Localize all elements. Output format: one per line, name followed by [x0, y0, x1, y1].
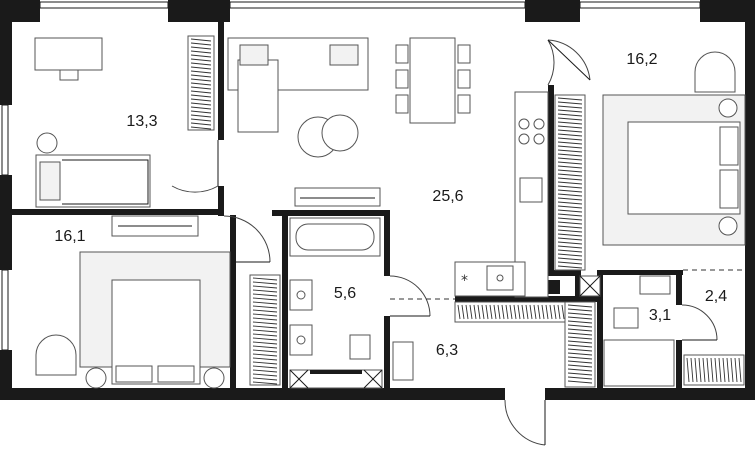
nightstand-16-1-b [203, 367, 225, 389]
wardrobe-hatch-16-2 [557, 97, 583, 269]
bathroom-main-fixtures [289, 217, 383, 389]
wardrobe-16-1 [249, 274, 281, 386]
utility-drain [496, 274, 504, 282]
hallway-fixtures [392, 275, 601, 388]
washbasin-b-bowl [296, 335, 306, 345]
wardrobe-hatch-16-1 [252, 277, 278, 385]
toilet-small [613, 307, 639, 329]
doors [171, 39, 718, 446]
pillow-16-1-a [115, 365, 153, 383]
area-label-bedroom-16-2: 16,2 [626, 51, 658, 68]
pillow-16-2-b [719, 169, 739, 209]
armchair-16-1 [35, 334, 77, 376]
dining-table [409, 37, 456, 124]
dining-chair-5 [457, 69, 471, 89]
shoe-rack [392, 341, 414, 381]
wardrobe-hatch-side [567, 304, 593, 384]
washbasin-small [639, 275, 671, 295]
hob-2 [533, 118, 545, 130]
bedroom-16-2-furniture [554, 51, 746, 271]
coffee-table-b [321, 114, 359, 152]
nightstand-13 [36, 132, 58, 154]
area-label-wardrobe-2-4: 2,4 [704, 288, 728, 305]
desk-chair [59, 69, 79, 81]
svg-text:*: * [461, 273, 468, 289]
area-label-bathroom-3-1: 3,1 [648, 307, 672, 324]
area-label-living-25-6: 25,6 [432, 188, 464, 205]
nightstand-16-1-a [85, 367, 107, 389]
area-label-bedroom-16-1: 16,1 [54, 228, 86, 245]
pillow-13 [39, 161, 61, 201]
area-label-bedroom-13-3: 13,3 [126, 113, 158, 130]
dining-chair-6 [457, 94, 471, 114]
wardrobe-hatch-hall [457, 304, 565, 320]
hob-4 [533, 133, 545, 145]
dining-chair-4 [457, 44, 471, 64]
pillow-16-1-b [157, 365, 195, 383]
area-label-bathroom-5-6: 5,6 [333, 285, 357, 302]
shower-tray [603, 339, 675, 387]
bathtub-inner [295, 223, 375, 251]
hob-1 [518, 118, 530, 130]
toilet-main [349, 334, 371, 360]
bedroom-13-furniture [34, 35, 215, 208]
hob-3 [518, 133, 530, 145]
kitchen-sink [519, 177, 543, 203]
dining-chair-2 [395, 69, 409, 89]
bedroom-16-1-furniture [35, 215, 281, 389]
bathroom-small-fixtures [603, 275, 745, 387]
sofa-cushion-a [239, 44, 269, 66]
living-furniture: * [227, 37, 549, 298]
area-label-hallway-6-3: 6,3 [435, 342, 459, 359]
dining-chair-1 [395, 44, 409, 64]
wardrobe-hatch-13 [190, 38, 212, 130]
sofa-cushion-b [329, 44, 359, 66]
dining-chair-3 [395, 94, 409, 114]
nightstand-16-2-b [718, 216, 738, 236]
washbasin-a-bowl [296, 290, 306, 300]
desk [34, 37, 103, 71]
nightstand-16-2-a [718, 98, 738, 118]
wardrobe-hatch-2-4 [686, 357, 742, 383]
interior-walls [12, 22, 683, 388]
sofa-chaise [237, 59, 279, 133]
armchair-16-2 [694, 51, 736, 93]
pillow-16-2-a [719, 126, 739, 166]
tv-stand-living [294, 187, 381, 207]
wardrobe-2-4 [683, 354, 745, 386]
exterior-walls [0, 0, 755, 400]
